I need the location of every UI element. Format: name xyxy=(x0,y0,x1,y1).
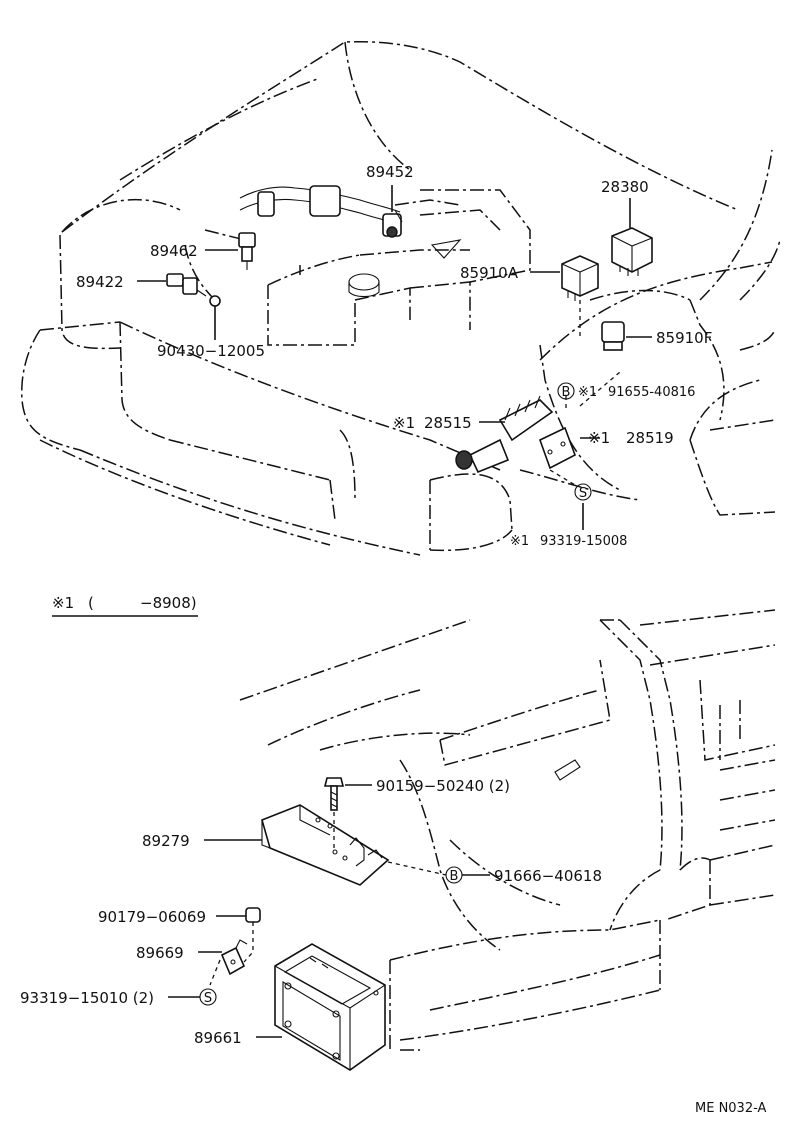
label-89452: 89452 xyxy=(366,163,414,181)
sensor-89422-shape xyxy=(166,273,207,297)
label-90159-50240: 90159−50240 (2) xyxy=(376,777,510,795)
label-85910F: 85910F xyxy=(656,329,712,347)
svg-text:B: B xyxy=(450,869,459,884)
marker-s-lower: S xyxy=(199,988,217,1006)
relay-85910F-shape xyxy=(601,321,625,351)
label-89462: 89462 xyxy=(150,242,198,260)
ref-mark-28515: ※1 xyxy=(393,414,415,432)
switch-89462-shape xyxy=(238,232,256,270)
bracket-89669-shape xyxy=(220,939,248,976)
svg-text:※1: ※1 xyxy=(52,594,74,612)
ref-mark-91655: ※1 xyxy=(578,385,597,400)
relay-28380-shape xyxy=(611,227,653,276)
bracket-89279-shape xyxy=(261,804,390,886)
label-93319-15010: 93319−15010 (2) xyxy=(20,989,154,1007)
label-91666-40618: 91666−40618 xyxy=(494,867,602,885)
svg-text:S: S xyxy=(204,991,212,1006)
upper-leader-lines xyxy=(137,185,652,530)
upper-vehicle-outline xyxy=(21,40,781,556)
label-28519: 28519 xyxy=(626,429,674,447)
label-28380: 28380 xyxy=(601,178,649,196)
sensor-89452-shape xyxy=(382,209,403,238)
label-89422: 89422 xyxy=(76,273,124,291)
label-89669: 89669 xyxy=(136,944,184,962)
marker-b-lower: B xyxy=(445,866,463,884)
marker-s-upper: S xyxy=(574,483,592,501)
svg-text:B: B xyxy=(562,385,571,400)
footnote-range: ※1 ( −8908) xyxy=(52,594,198,617)
svg-text:−8908): −8908) xyxy=(140,594,197,612)
bracket-28519-shape xyxy=(539,426,576,470)
lower-vehicle-outline xyxy=(239,609,776,1051)
label-90430-12005: 90430−12005 xyxy=(157,342,265,360)
figure-code: ME N032-A xyxy=(695,1101,767,1116)
label-89661: 89661 xyxy=(194,1029,242,1047)
clip-90179-shape xyxy=(245,907,261,923)
module-89661-shape xyxy=(274,943,386,1071)
label-28515: 28515 xyxy=(424,414,472,432)
lower-leader-lines xyxy=(168,784,490,1038)
label-93319-15008: 93319-15008 xyxy=(540,534,627,549)
gasket-90430-shape xyxy=(209,295,221,307)
marker-b-upper: B xyxy=(557,382,575,400)
label-90179-06069: 90179−06069 xyxy=(98,908,206,926)
ref-mark-28519: ※1 xyxy=(588,429,610,447)
bolt-90159-shape xyxy=(323,777,345,811)
relay-85910A-shape xyxy=(561,255,599,301)
label-85910A: 85910A xyxy=(460,264,519,282)
svg-text:(: ( xyxy=(88,594,94,612)
svg-text:S: S xyxy=(579,486,587,501)
harness-28515-shape xyxy=(455,395,554,474)
label-89279: 89279 xyxy=(142,832,190,850)
label-91655-40816: 91655-40816 xyxy=(608,385,695,400)
ref-mark-93319-15008: ※1 xyxy=(510,534,529,549)
